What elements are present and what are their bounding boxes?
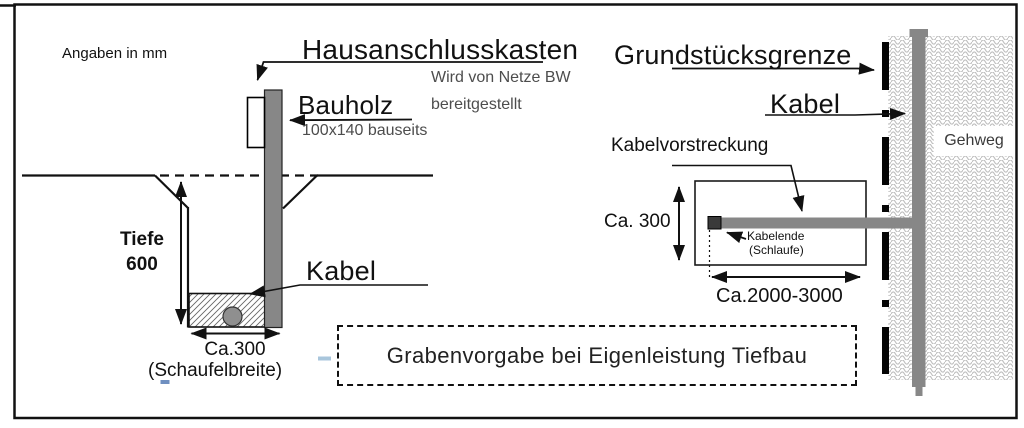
vorstreckung-label: Kabelvorstreckung [611, 135, 769, 156]
gehweg-pavement-pattern [888, 36, 1013, 380]
wood-post [263, 89, 283, 329]
kabelende-line2: (Schlaufe) [749, 243, 804, 257]
cable-horizontal-bar [721, 217, 921, 229]
vorstreckung-pointer-arrow [672, 164, 805, 212]
hak-sub2: bereitgestellt [431, 96, 522, 113]
bauholz-pointer-arrow [289, 114, 413, 127]
blue-dash-mark [318, 356, 331, 361]
diagram-title-box: Grabenvorgabe bei Eigenleistung Tiefbau [337, 325, 857, 386]
bauholz-sub: 100x140 bauseits [302, 122, 428, 139]
kabel-left-pointer-arrow [249, 284, 428, 298]
cable-cross-section-circle [222, 306, 243, 327]
trench-height-value: Ca. 300 [604, 211, 671, 232]
gehweg-label-box: Gehweg [934, 126, 1014, 156]
units-note: Angaben in mm [62, 45, 168, 62]
blue-small-mark [160, 380, 170, 384]
kabel-left-label: Kabel [306, 256, 377, 286]
house-connection-box [246, 96, 266, 149]
depth-label-word: Tiefe [119, 229, 164, 250]
trench-width-sub: (Schaufelbreite) [148, 360, 283, 381]
trench-slope-left [154, 174, 189, 209]
grenze-pointer-arrow [672, 62, 875, 75]
cable-vertical-bar [912, 30, 926, 387]
trench-length-value: Ca.2000-3000 [716, 285, 843, 307]
hak-label: Hausanschlusskasten [302, 34, 579, 65]
gehweg-label: Gehweg [944, 132, 1004, 149]
kabel-right-label: Kabel [770, 89, 841, 119]
frame-border [13, 3, 1018, 420]
kabelende-line1: Kabelende [747, 229, 805, 243]
depth-label: Tiefe 600 [107, 227, 177, 277]
diagram-title: Grabenvorgabe bei Eigenleistung Tiefbau [386, 342, 808, 368]
kabelende-pointer-arrow [726, 231, 747, 244]
cable-end-square [707, 216, 722, 230]
hak-sub1: Wird von Netze BW [431, 69, 571, 86]
trench-slope-right [282, 174, 318, 210]
kabel-right-pointer-arrow [765, 107, 906, 120]
trench-width-value: Ca.300 [204, 339, 266, 360]
grenze-label: Grundstücksgrenze [614, 40, 852, 70]
cable-vertical-tip [915, 387, 923, 396]
hak-pointer-arrow [256, 61, 543, 81]
bauholz-label: Bauholz [298, 90, 394, 120]
depth-label-value: 600 [126, 254, 158, 275]
